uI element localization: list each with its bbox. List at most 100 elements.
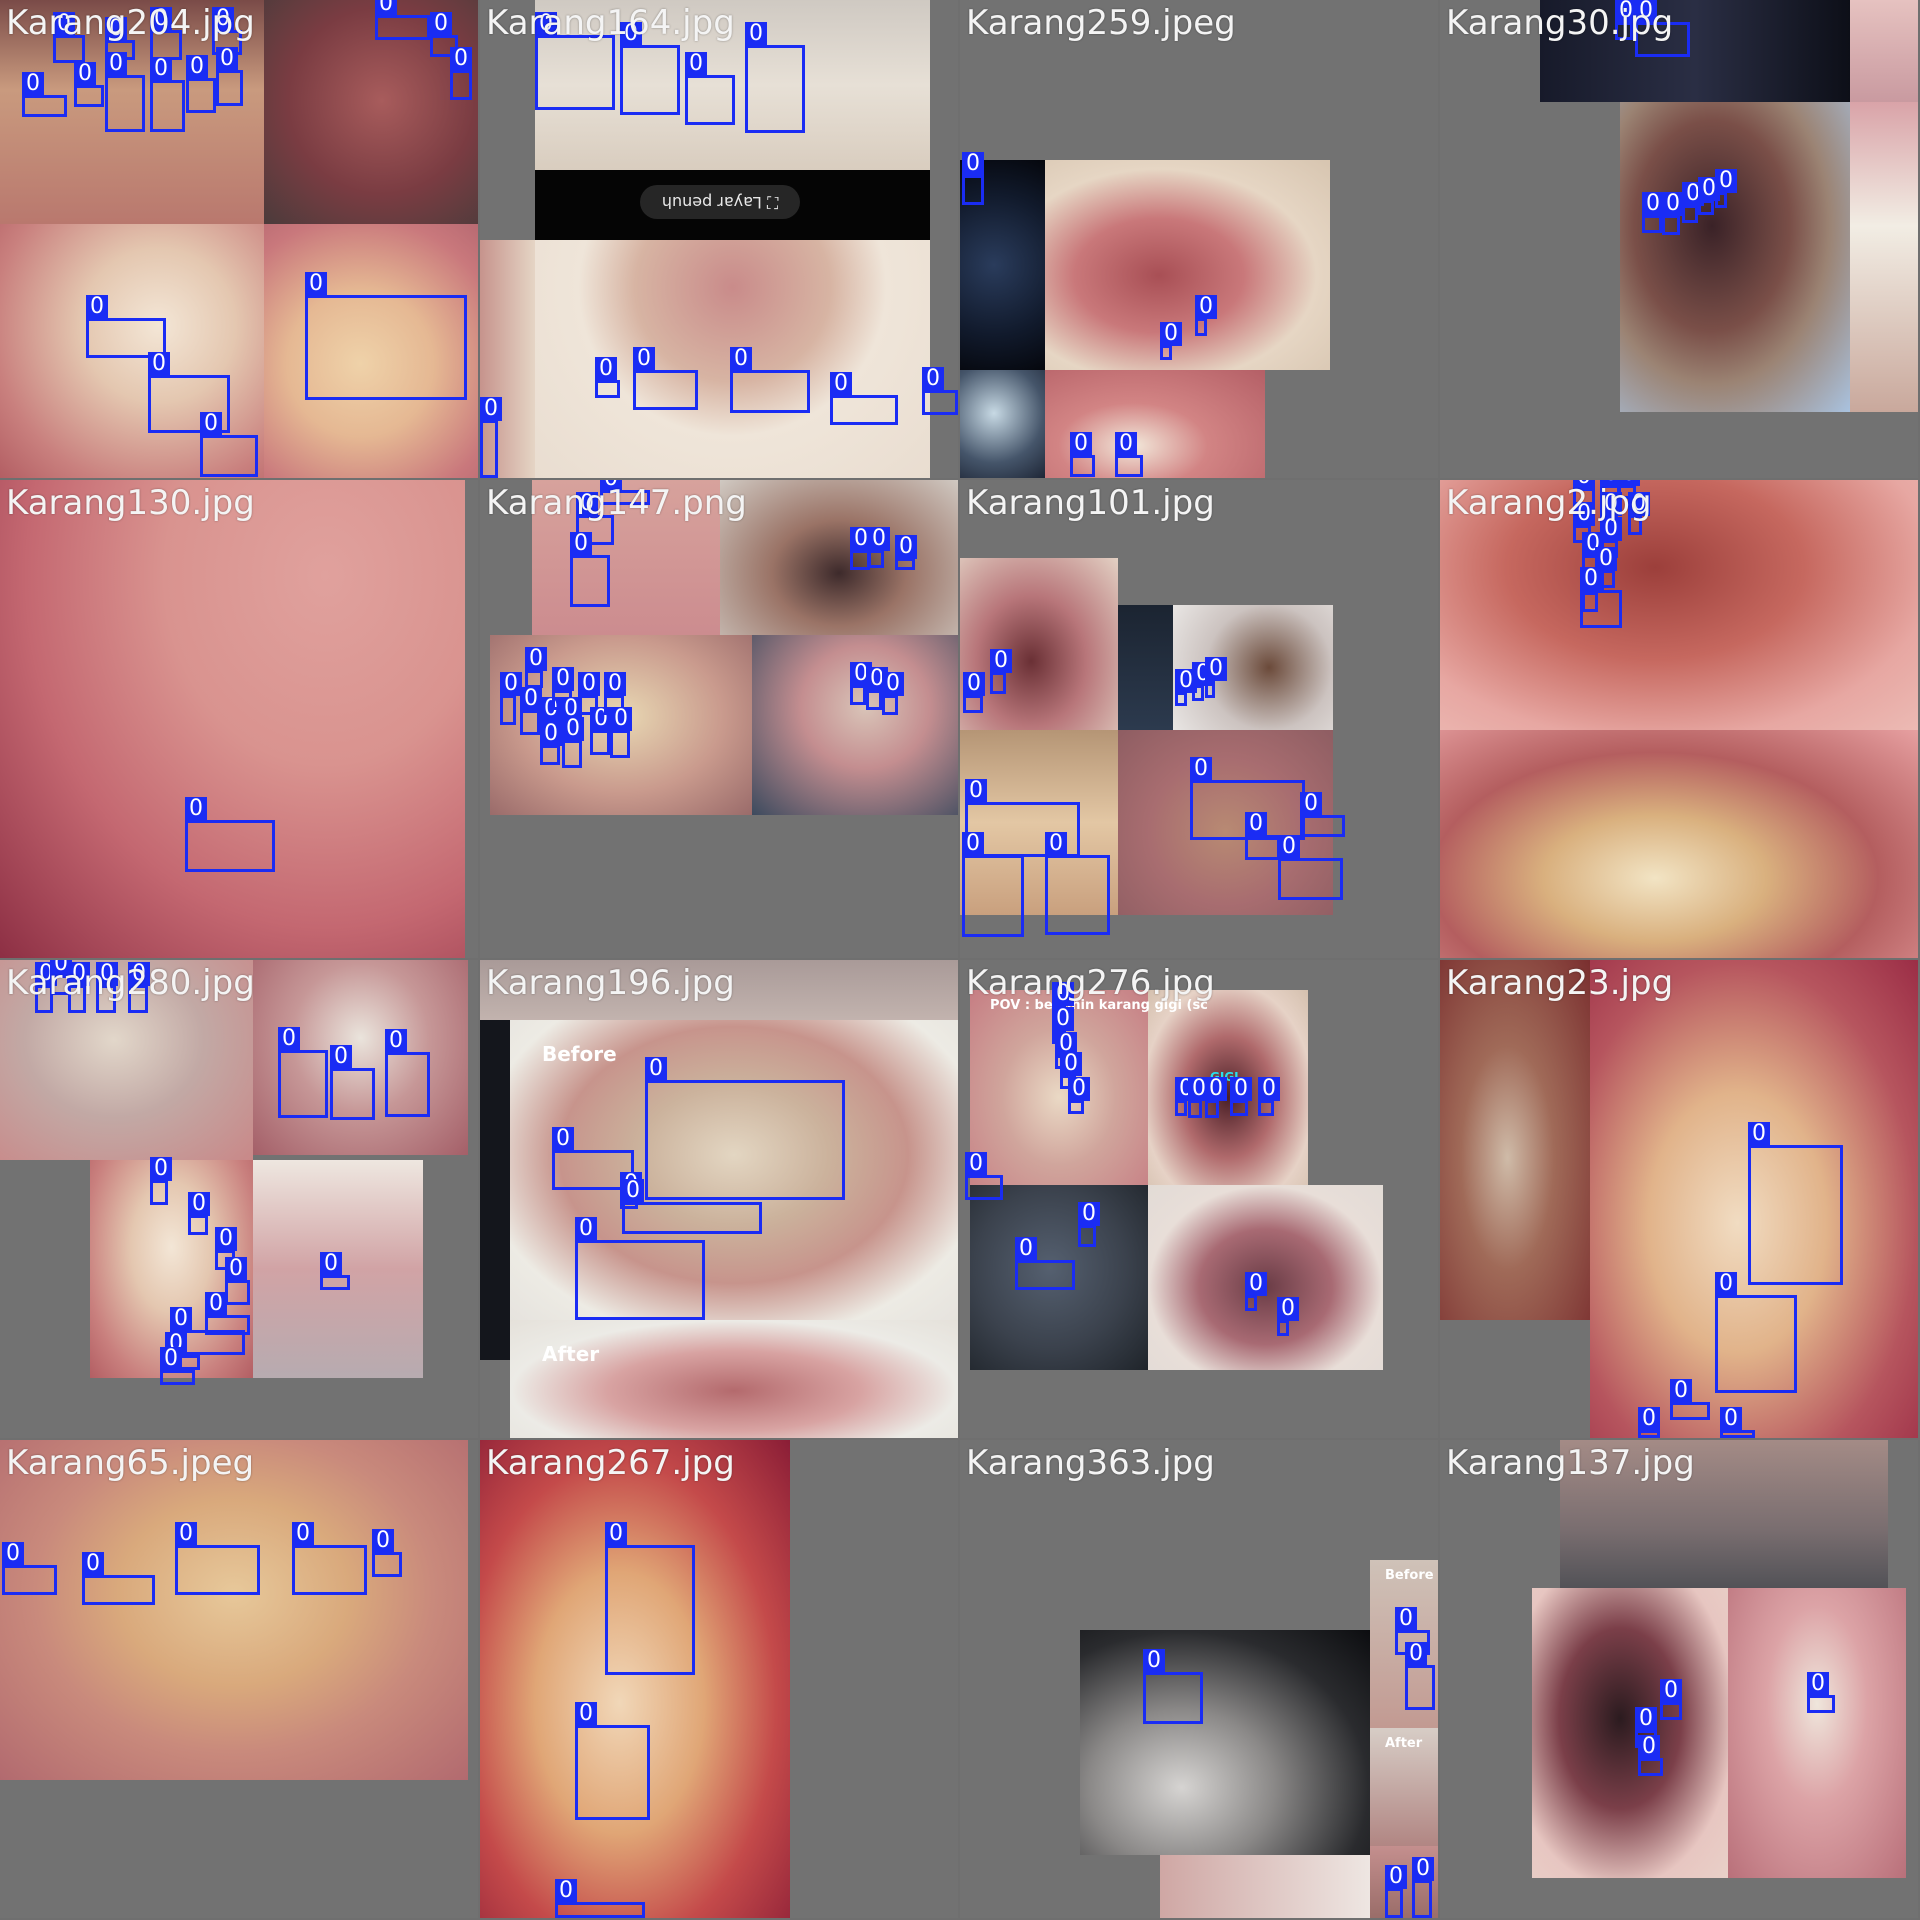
class-label: 0 xyxy=(963,672,985,696)
class-label: 0 xyxy=(186,55,208,79)
detection-box: 0 xyxy=(1807,1672,1835,1713)
before-caption: Before xyxy=(1385,1568,1434,1583)
class-label: 0 xyxy=(578,672,600,696)
after-caption: After xyxy=(542,1342,600,1366)
detection-box: 0 xyxy=(1715,169,1737,208)
detection-box: 0 xyxy=(990,649,1012,694)
detection-box: 0 xyxy=(96,962,118,1013)
photo-region xyxy=(1440,960,1590,1320)
image-filename: Karang65.jpeg xyxy=(6,1443,255,1483)
photo-region xyxy=(0,960,253,1160)
caption-text: POV : bersihin karang gigi (sc xyxy=(990,998,1208,1013)
class-label: 0 xyxy=(1395,1607,1417,1631)
detection-box: 0 xyxy=(1642,192,1664,233)
photo-region xyxy=(960,730,1118,915)
detection-box: 0 xyxy=(1670,1379,1710,1420)
class-label: 0 xyxy=(150,1157,172,1181)
detection-box: 0 xyxy=(850,527,872,570)
class-label: 0 xyxy=(105,17,127,41)
detection-box: 0 xyxy=(175,1522,260,1595)
detection-box: 0 xyxy=(1600,517,1622,558)
class-label: 0 xyxy=(150,7,172,31)
photo-region xyxy=(264,224,478,478)
detection-box: 0 xyxy=(1412,1857,1434,1918)
class-label: 0 xyxy=(105,52,127,76)
class-label: 0 xyxy=(1600,492,1622,516)
class-label: 0 xyxy=(1195,295,1217,319)
detection-box: 0 xyxy=(200,412,258,477)
detection-box: 0 xyxy=(150,57,185,132)
class-label: 0 xyxy=(965,779,987,803)
class-label: 0 xyxy=(962,152,984,176)
photo-region xyxy=(1045,370,1265,478)
detection-box: 0 xyxy=(570,532,610,607)
detection-box: 0 xyxy=(600,480,650,505)
detection-box: 0 xyxy=(1615,0,1637,40)
class-label: 0 xyxy=(610,707,632,731)
class-label: 0 xyxy=(170,1307,192,1331)
detection-box: 0 xyxy=(830,372,898,425)
before-caption: Before xyxy=(542,1042,617,1066)
detection-box: 0 xyxy=(1278,835,1343,900)
class-label: 0 xyxy=(1160,322,1182,346)
detection-box: 0 xyxy=(278,1027,328,1118)
class-label: 0 xyxy=(1258,1077,1280,1101)
class-label: 0 xyxy=(1052,982,1074,1006)
class-label: 0 xyxy=(385,1029,407,1053)
photo-region xyxy=(510,1320,958,1438)
detection-box: 0 xyxy=(525,647,547,688)
detection-box: 0 xyxy=(576,492,614,545)
class-label: 0 xyxy=(1662,192,1684,216)
class-label: 0 xyxy=(620,22,642,46)
class-label: 0 xyxy=(212,7,234,31)
class-label: 0 xyxy=(1573,480,1595,489)
tile-karang267: Karang267.jpg 0 0 0 xyxy=(480,1440,958,1918)
tile-karang65: Karang65.jpeg 0 0 0 0 0 0 xyxy=(0,1440,478,1918)
class-label: 0 xyxy=(560,697,582,721)
detection-box: 0 xyxy=(1245,1272,1267,1311)
detection-box: 0 xyxy=(575,1702,650,1820)
class-label: 0 xyxy=(540,722,562,746)
detection-box: 0 xyxy=(225,1257,250,1305)
detection-box: 0 xyxy=(148,352,230,433)
detection-box: 0 xyxy=(552,1127,634,1190)
fullscreen-button[interactable]: ⛶ Layar penuh xyxy=(640,185,800,219)
class-label: 0 xyxy=(430,12,452,36)
detection-box: 0 xyxy=(22,72,67,117)
tile-karang101: Karang101.jpg 0 0 0 0 0 0 0 0 0 0 0 0 xyxy=(960,480,1438,958)
class-label: 0 xyxy=(922,367,944,391)
photo-region xyxy=(0,480,465,958)
detection-box: 0 xyxy=(1638,1735,1663,1776)
detection-box: 0 xyxy=(1070,432,1095,477)
class-label: 0 xyxy=(1615,0,1637,23)
detection-box: 0 xyxy=(216,47,243,106)
class-label: 0 xyxy=(1052,1007,1074,1031)
photo-region xyxy=(1045,160,1330,370)
class-label: 0 xyxy=(575,1702,597,1726)
image-filename: Karang276.jpg xyxy=(966,963,1215,1003)
photo-region xyxy=(480,240,535,478)
class-label: 0 xyxy=(1660,1679,1682,1703)
class-label: 0 xyxy=(525,647,547,671)
detection-box: 0 xyxy=(82,1552,155,1605)
detection-box: 0 xyxy=(1175,669,1197,706)
class-label: 0 xyxy=(1068,1077,1090,1101)
photo-region xyxy=(1590,960,1918,1438)
detection-box: 0 xyxy=(188,1192,210,1235)
detection-box: 0 xyxy=(1052,1007,1074,1044)
detection-box: 0 xyxy=(1635,0,1690,57)
photo-region xyxy=(720,480,958,635)
detection-box: 0 xyxy=(2,1542,57,1595)
detection-box: 0 xyxy=(535,12,615,110)
class-label: 0 xyxy=(305,272,327,296)
class-label: 0 xyxy=(633,347,655,371)
detection-box: 0 xyxy=(1015,1237,1075,1290)
class-label: 0 xyxy=(1188,1077,1210,1101)
class-label: 0 xyxy=(1715,169,1737,193)
photo-region xyxy=(1080,1630,1370,1855)
image-filename: Karang23.jpg xyxy=(1446,963,1674,1003)
detection-box: 0 xyxy=(150,1157,172,1205)
class-label: 0 xyxy=(53,12,75,36)
detection-box: 0 xyxy=(555,1879,645,1918)
detection-box: 0 xyxy=(882,672,904,715)
